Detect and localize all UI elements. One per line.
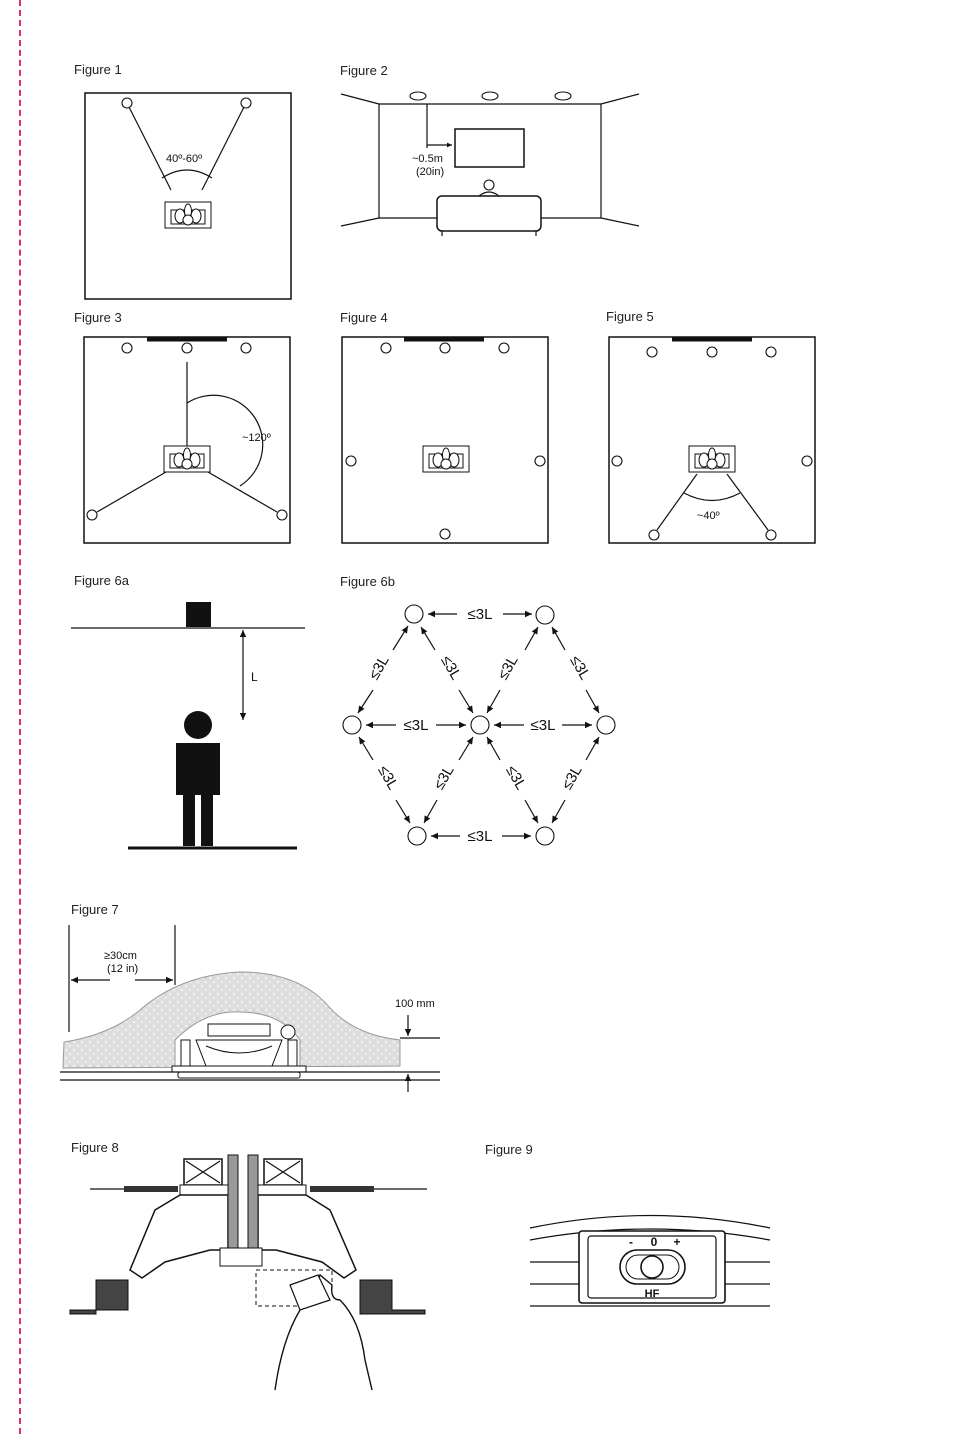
speaker-icon bbox=[535, 826, 555, 846]
fig6b-spacing-label: ≤3L bbox=[404, 717, 429, 734]
fig6b-spacing-label: ≤3L bbox=[437, 653, 464, 683]
fig3-angle-label: ~120º bbox=[242, 432, 271, 444]
speaker-icon bbox=[801, 455, 813, 467]
figure-4-diagram bbox=[341, 336, 549, 544]
fig7-clearance-label: ≥30cm bbox=[104, 950, 137, 962]
speaker-icon bbox=[439, 528, 451, 540]
fig6b-spacing-label: ≤3L bbox=[366, 653, 393, 683]
ceiling-speaker-icon bbox=[554, 91, 572, 101]
speaker-icon bbox=[706, 346, 718, 358]
fig6b-spacing-label: ≤3L bbox=[468, 828, 493, 845]
figure-6b-diagram: ≤3L ≤3L ≤3L ≤3L ≤3L ≤3L ≤3L ≤3L ≤3L ≤3L … bbox=[342, 604, 616, 846]
listener-icon bbox=[163, 445, 211, 473]
figure-5-diagram: ~40º bbox=[608, 336, 816, 544]
hf-plus-label: + bbox=[673, 1235, 680, 1249]
speaker-icon bbox=[407, 826, 427, 846]
figure-5-caption: Figure 5 bbox=[606, 309, 654, 324]
speaker-icon bbox=[181, 342, 193, 354]
ceiling-speaker-icon bbox=[171, 1023, 307, 1079]
figure-1-diagram: 40º-60º bbox=[84, 92, 292, 300]
head-icon bbox=[483, 179, 495, 191]
figure-6b-caption: Figure 6b bbox=[340, 574, 395, 589]
speaker-icon bbox=[121, 342, 133, 354]
hand-icon bbox=[274, 1273, 373, 1391]
person-icon bbox=[176, 711, 220, 846]
tv-screen bbox=[454, 128, 525, 168]
figure-9-diagram: - 0 + HF bbox=[529, 1214, 771, 1307]
figure-1-caption: Figure 1 bbox=[74, 62, 122, 77]
fig7-depth-label: 100 mm bbox=[395, 998, 435, 1010]
speaker-icon bbox=[534, 455, 546, 467]
fig6a-l-label: L bbox=[251, 670, 258, 684]
fig6b-spacing-label: ≤3L bbox=[374, 763, 401, 793]
speaker-icon bbox=[121, 97, 133, 109]
hf-minus-label: - bbox=[629, 1235, 633, 1249]
fig6b-spacing-label: ≤3L bbox=[531, 717, 556, 734]
listener-icon bbox=[688, 445, 736, 473]
ceiling-speaker-icon bbox=[481, 91, 499, 101]
figure-2-diagram: ~0.5m (20in) bbox=[340, 91, 640, 236]
fig6b-spacing-label: ≤3L bbox=[566, 653, 593, 683]
cut-line bbox=[19, 0, 21, 1434]
figure-2-caption: Figure 2 bbox=[340, 63, 388, 78]
listener-icon bbox=[422, 445, 470, 473]
figure-7-diagram: ≥30cm (12 in) 100 mm bbox=[60, 925, 440, 1092]
fig6b-spacing-label: ≤3L bbox=[495, 653, 522, 683]
speaker-icon bbox=[765, 346, 777, 358]
fig2-distance-in-label: (20in) bbox=[416, 166, 444, 178]
fig6b-spacing-label: ≤3L bbox=[468, 606, 493, 623]
ceiling-speaker-icon bbox=[409, 91, 427, 101]
speaker-icon bbox=[765, 529, 777, 541]
fig6b-spacing-label: ≤3L bbox=[559, 763, 586, 793]
speaker-icon bbox=[498, 342, 510, 354]
figure-4-caption: Figure 4 bbox=[340, 310, 388, 325]
sofa-icon bbox=[436, 195, 542, 232]
figure-7-caption: Figure 7 bbox=[71, 902, 119, 917]
speaker-icon bbox=[439, 342, 451, 354]
figure-3-caption: Figure 3 bbox=[74, 310, 122, 325]
speaker-icon bbox=[240, 97, 252, 109]
hf-zero-label: 0 bbox=[651, 1235, 658, 1249]
figure-3-diagram: ~120º bbox=[83, 336, 291, 544]
speaker-magnet-icon bbox=[179, 1158, 307, 1196]
figure-6a-diagram: L bbox=[71, 602, 305, 850]
speaker-icon bbox=[404, 604, 424, 624]
fig1-angle-label: 40º-60º bbox=[166, 153, 202, 165]
hf-switch-knob bbox=[640, 1255, 664, 1279]
speaker-icon bbox=[86, 509, 98, 521]
fig6b-spacing-label: ≤3L bbox=[431, 763, 458, 793]
figure-8-caption: Figure 8 bbox=[71, 1140, 119, 1155]
figure-8-diagram bbox=[69, 1154, 427, 1391]
speaker-icon bbox=[342, 715, 362, 735]
speaker-icon bbox=[535, 605, 555, 625]
fig5-angle-label: ~40º bbox=[697, 510, 720, 522]
speaker-icon bbox=[470, 715, 490, 735]
ceiling-speaker-icon bbox=[186, 602, 211, 627]
hf-label: HF bbox=[645, 1288, 660, 1300]
figure-9-caption: Figure 9 bbox=[485, 1142, 533, 1157]
listener-icon bbox=[164, 201, 212, 229]
speaker-icon bbox=[646, 346, 658, 358]
speaker-icon bbox=[648, 529, 660, 541]
fig6b-spacing-label: ≤3L bbox=[502, 763, 529, 793]
speaker-icon bbox=[345, 455, 357, 467]
fig7-clearance-in-label: (12 in) bbox=[107, 963, 138, 975]
fig2-distance-label: ~0.5m bbox=[412, 153, 443, 165]
speaker-icon bbox=[611, 455, 623, 467]
figure-6a-caption: Figure 6a bbox=[74, 573, 129, 588]
speaker-icon bbox=[380, 342, 392, 354]
speaker-icon bbox=[596, 715, 616, 735]
speaker-icon bbox=[276, 509, 288, 521]
speaker-icon bbox=[240, 342, 252, 354]
